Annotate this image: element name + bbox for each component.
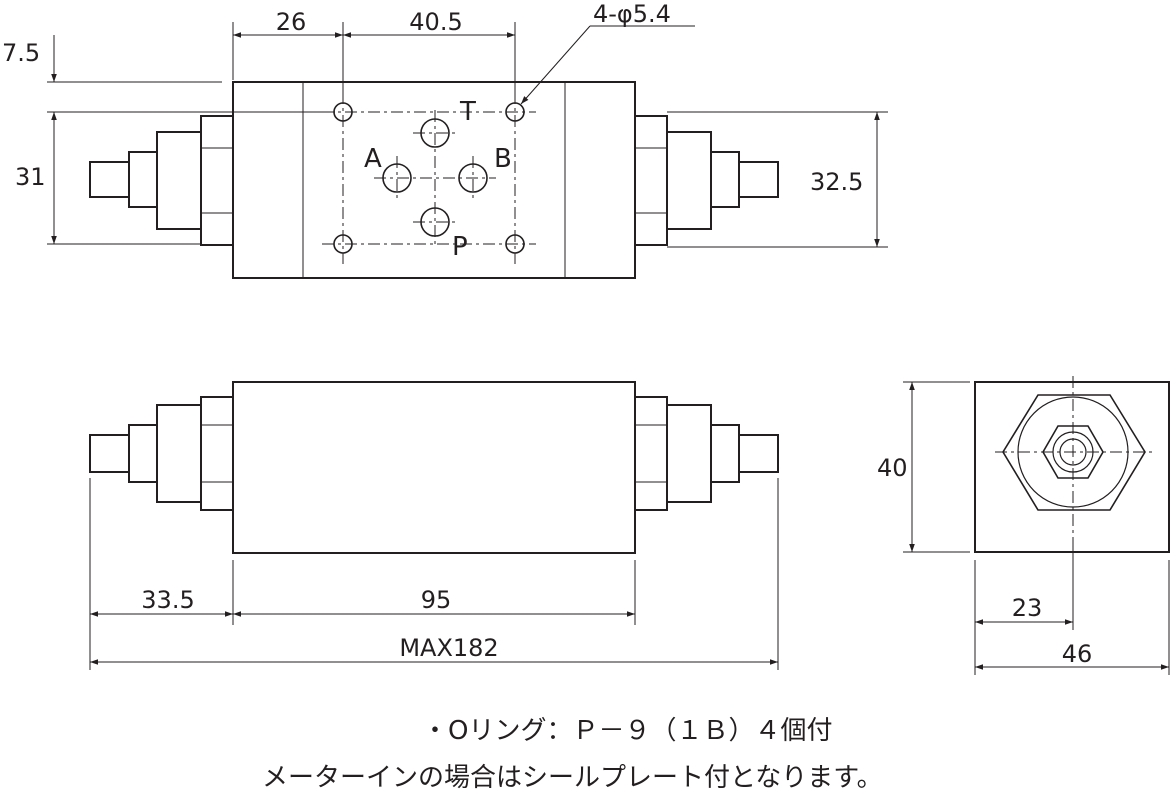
side-dimension-lines [903,381,1170,675]
top-dimension-lines [47,22,888,248]
port-t-label: T [459,97,476,127]
top-right-adjuster [634,115,779,246]
front-dimension-lines [89,478,779,670]
dim-33-5-label: 33.5 [141,586,194,614]
front-body [232,381,636,554]
port-p-label: P [452,232,468,262]
side-body [974,381,1170,553]
dim-31-label: 31 [15,163,46,191]
top-body [232,81,636,279]
front-left-adjuster [89,396,234,511]
dim-7-5-label: 7.5 [2,39,40,67]
note-o-ring: ・Oリング：Ｐ－９（１Ｂ）４個付 [422,716,832,746]
dim-40-label: 40 [877,454,908,482]
side-view [903,376,1170,675]
dim-26-label: 26 [276,8,307,36]
dim-46-label: 46 [1062,640,1093,668]
centerlines [322,92,536,264]
side-centerlines [995,376,1152,540]
dim-max-length-label: MAX182 [399,634,498,662]
dim-40-5-label: 40.5 [409,8,462,36]
dim-95-label: 95 [421,586,452,614]
hole-spec-label: 4-φ5.4 [593,0,671,28]
note-meter-in: メーターインの場合はシールプレート付となります。 [262,763,883,793]
dim-32-5-label: 32.5 [810,168,863,196]
top-view [47,22,888,279]
top-left-adjuster [89,115,234,246]
port-b-label: B [494,144,512,174]
front-right-adjuster [634,396,779,511]
front-view [89,381,779,670]
port-a-label: A [364,144,382,174]
dim-23-label: 23 [1012,594,1043,622]
